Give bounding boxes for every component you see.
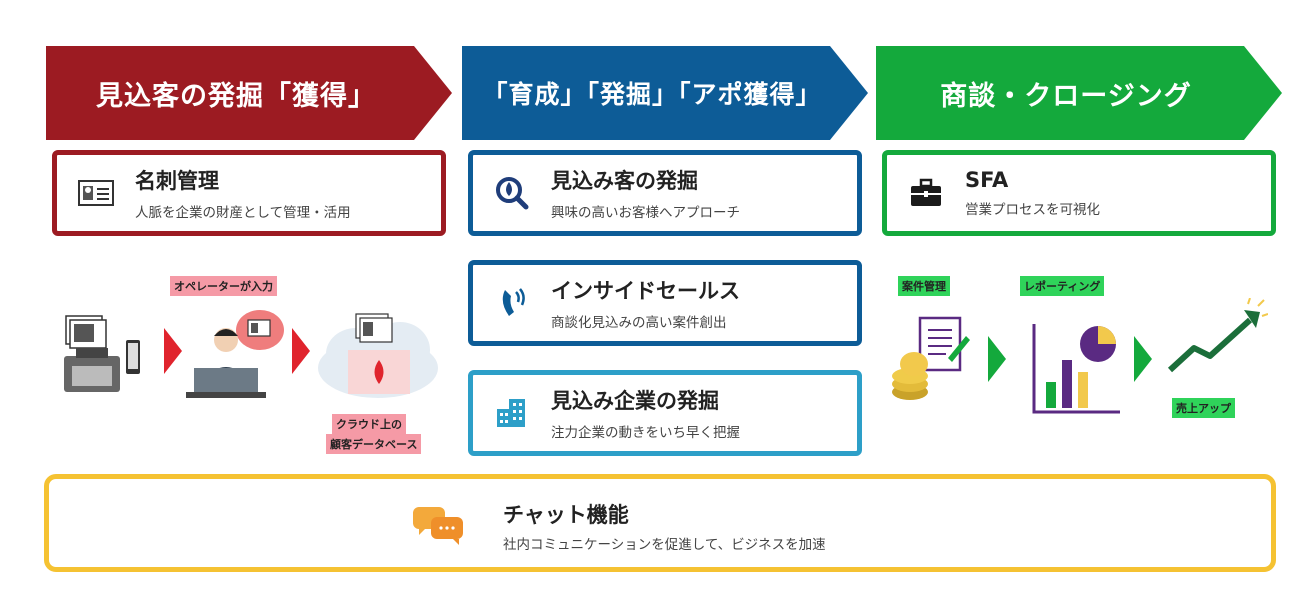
banner-nurture: 「育成」「発掘」「アポ獲得」 [462, 46, 874, 140]
chat-title: チャット機能 [503, 503, 629, 527]
chat-bubbles-icon [413, 507, 463, 545]
cloud-label-2: 顧客データベース [326, 434, 422, 454]
operator-input-tag: オペレーターが入力 [170, 276, 277, 296]
card-prospect-discovery: 見込み客の発掘 興味の高いお客様へアプローチ [468, 150, 862, 236]
banner-title: 見込客の発掘「獲得」 [96, 80, 376, 112]
flow-arrow-3 [988, 336, 1006, 382]
card-subtitle: 営業プロセスを可視化 [965, 202, 1100, 218]
card-subtitle: 人脈を企業の財産として管理・活用 [135, 205, 351, 221]
card-inside-sales: インサイドセールス 商談化見込みの高い案件創出 [468, 260, 862, 346]
card-company-discovery: 見込み企業の発掘 注力企業の動きをいち早く把握 [468, 370, 862, 456]
banner-closing: 商談・クロージング [876, 46, 1288, 140]
card-business-card-management: 名刺管理 人脈を企業の財産として管理・活用 [52, 150, 446, 236]
card-sfa: SFA 営業プロセスを可視化 [882, 150, 1276, 236]
building-icon [473, 397, 551, 429]
banner-arrow-shape [462, 46, 868, 140]
flow-arrow-1 [164, 328, 182, 374]
card-title: 見込み客の発掘 [551, 169, 698, 193]
case-management-illustration [892, 316, 970, 400]
briefcase-icon [887, 178, 965, 208]
reporting-tag: レポーティング [1020, 276, 1105, 296]
cloud-database-illustration [318, 313, 438, 398]
business-card-icon [57, 180, 135, 206]
card-subtitle: 商談化見込みの高い案件創出 [551, 315, 727, 331]
case-management-tag: 案件管理 [898, 276, 950, 296]
reporting-chart-illustration [1032, 324, 1120, 414]
card-title: SFA [965, 168, 1009, 192]
flow-arrow-4 [1134, 336, 1152, 382]
chat-feature-card: チャット機能 社内コミュニケーションを促進して、ビジネスを加速 [44, 474, 1276, 572]
growth-arrow-illustration [1167, 298, 1268, 373]
banner-title: 商談・クロージング [940, 80, 1192, 112]
card-subtitle: 興味の高いお客様へアプローチ [551, 205, 740, 221]
phone-icon [473, 286, 551, 320]
cloud-label-1: クラウド上の [332, 414, 406, 434]
card-subtitle: 注力企業の動きをいち早く把握 [551, 425, 740, 441]
scanner-cards-illustration [64, 315, 140, 392]
card-title: インサイドセールス [551, 279, 740, 303]
card-title: 見込み企業の発掘 [551, 389, 719, 413]
banner-arrow-shape [876, 46, 1282, 140]
chat-subtitle: 社内コミュニケーションを促進して、ビジネスを加速 [503, 537, 826, 553]
banner-title: 「育成」「発掘」「アポ獲得」 [482, 80, 822, 109]
operator-illustration [186, 310, 284, 398]
banner-arrow-shape [46, 46, 452, 140]
card-title: 名刺管理 [135, 169, 219, 193]
sales-up-tag: 売上アップ [1172, 398, 1235, 418]
flow-arrow-2 [292, 328, 310, 374]
banner-lead-acquisition: 見込客の発掘「獲得」 [46, 46, 458, 140]
search-fire-icon [473, 176, 551, 210]
